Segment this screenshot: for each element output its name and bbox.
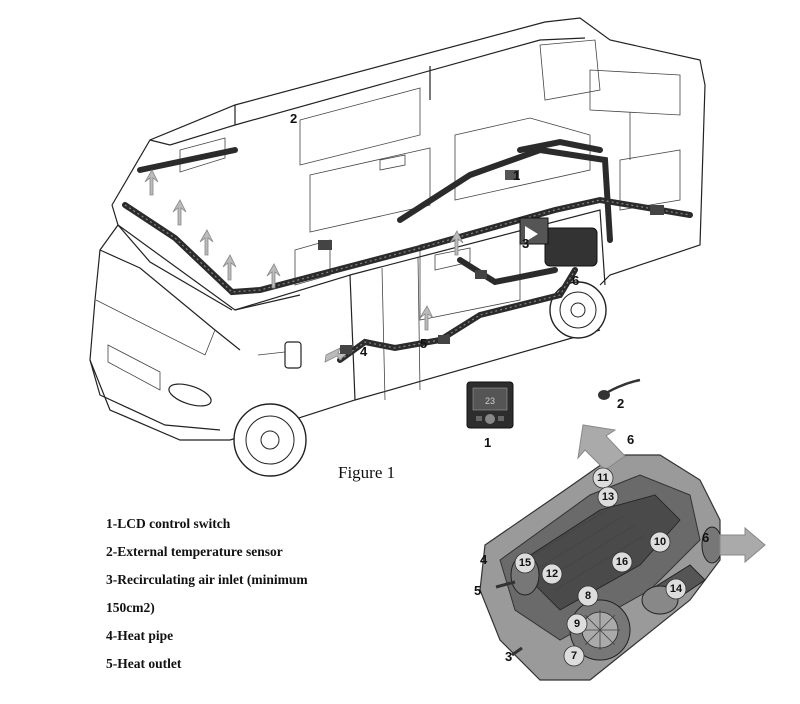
callout-label: 4 <box>360 344 368 359</box>
heater-callout-label: 9 <box>574 618 580 630</box>
heater-callouts: 4 5 3 6 6 7 8 9 10 11 <box>474 432 709 667</box>
callout-label: 1 <box>513 168 520 183</box>
heater-callout-label: 3 <box>505 649 512 664</box>
temperature-sensor <box>598 378 641 400</box>
legend-item-external-temperature-sensor: 2-External temperature sensor <box>106 544 283 559</box>
heater-callout: 15 <box>514 552 536 574</box>
warm-air-arrows <box>144 169 464 363</box>
heater-callout: 12 <box>541 563 563 585</box>
callout-label: 6 <box>572 273 579 288</box>
legend-item-recirculating-air-inlet: 3-Recirculating air inlet (minimum <box>106 572 308 587</box>
front-wheel <box>233 403 307 477</box>
lcd-callout-label: 1 <box>484 435 491 450</box>
vents <box>318 170 664 354</box>
legend-item-lcd-control-switch: 1-LCD control switch <box>106 516 231 531</box>
heater-callout-label: 4 <box>480 552 488 567</box>
camper-callouts: 1 2 3 4 5 6 <box>290 111 579 359</box>
heater-callout-label: 10 <box>654 536 666 548</box>
heater-callout-label: 12 <box>546 568 558 580</box>
lcd-control-switch: 23 <box>466 381 514 429</box>
heater-callout: 9 <box>566 613 588 635</box>
heater-callout: 14 <box>665 578 687 600</box>
heater-callout: 8 <box>577 585 599 607</box>
heater-callout: 6 <box>702 530 709 545</box>
heater-callout-label: 6 <box>627 432 634 447</box>
heater-callout: 5 <box>474 583 481 598</box>
legend-item-heat-outlet: 5-Heat outlet <box>106 656 182 671</box>
heater-callout-label: 8 <box>585 590 591 602</box>
heater-cutaway <box>479 424 766 681</box>
heater-callout: 4 <box>480 552 488 567</box>
heater-callout: 11 <box>592 467 614 489</box>
figure-caption: Figure 1 <box>338 463 396 482</box>
heater-callout-label: 6 <box>702 530 709 545</box>
heater-unit-in-camper <box>519 217 598 267</box>
legend-item-recirculating-air-inlet-cont: 150cm2) <box>106 600 155 615</box>
lcd-display-value: 23 <box>485 396 495 406</box>
heater-callout: 13 <box>597 486 619 508</box>
callout-label: 3 <box>522 236 529 251</box>
legend-list: 1-LCD control switch 2-External temperat… <box>106 510 308 678</box>
heater-callout-label: 11 <box>597 472 609 484</box>
legend-item-heat-pipe: 4-Heat pipe <box>106 628 174 643</box>
heater-callout-label: 7 <box>571 650 577 662</box>
rear-wheel <box>549 281 607 339</box>
callout-label: 5 <box>420 336 427 351</box>
heater-callout-label: 13 <box>602 491 614 503</box>
heater-callout: 3 <box>505 649 512 664</box>
heater-callout: 10 <box>649 531 671 553</box>
heater-callout-label: 14 <box>670 583 683 595</box>
heat-ducts <box>122 138 693 363</box>
callout-label: 2 <box>290 111 297 126</box>
sensor-callout-label: 2 <box>617 396 624 411</box>
heater-callout: 16 <box>611 551 633 573</box>
heater-callout-label: 16 <box>616 556 628 568</box>
heater-callout: 6 <box>627 432 634 447</box>
heater-callout: 7 <box>563 645 585 667</box>
camper-body-outline <box>89 17 706 441</box>
heater-callout-label: 5 <box>474 583 481 598</box>
heater-callout-label: 15 <box>519 557 531 569</box>
